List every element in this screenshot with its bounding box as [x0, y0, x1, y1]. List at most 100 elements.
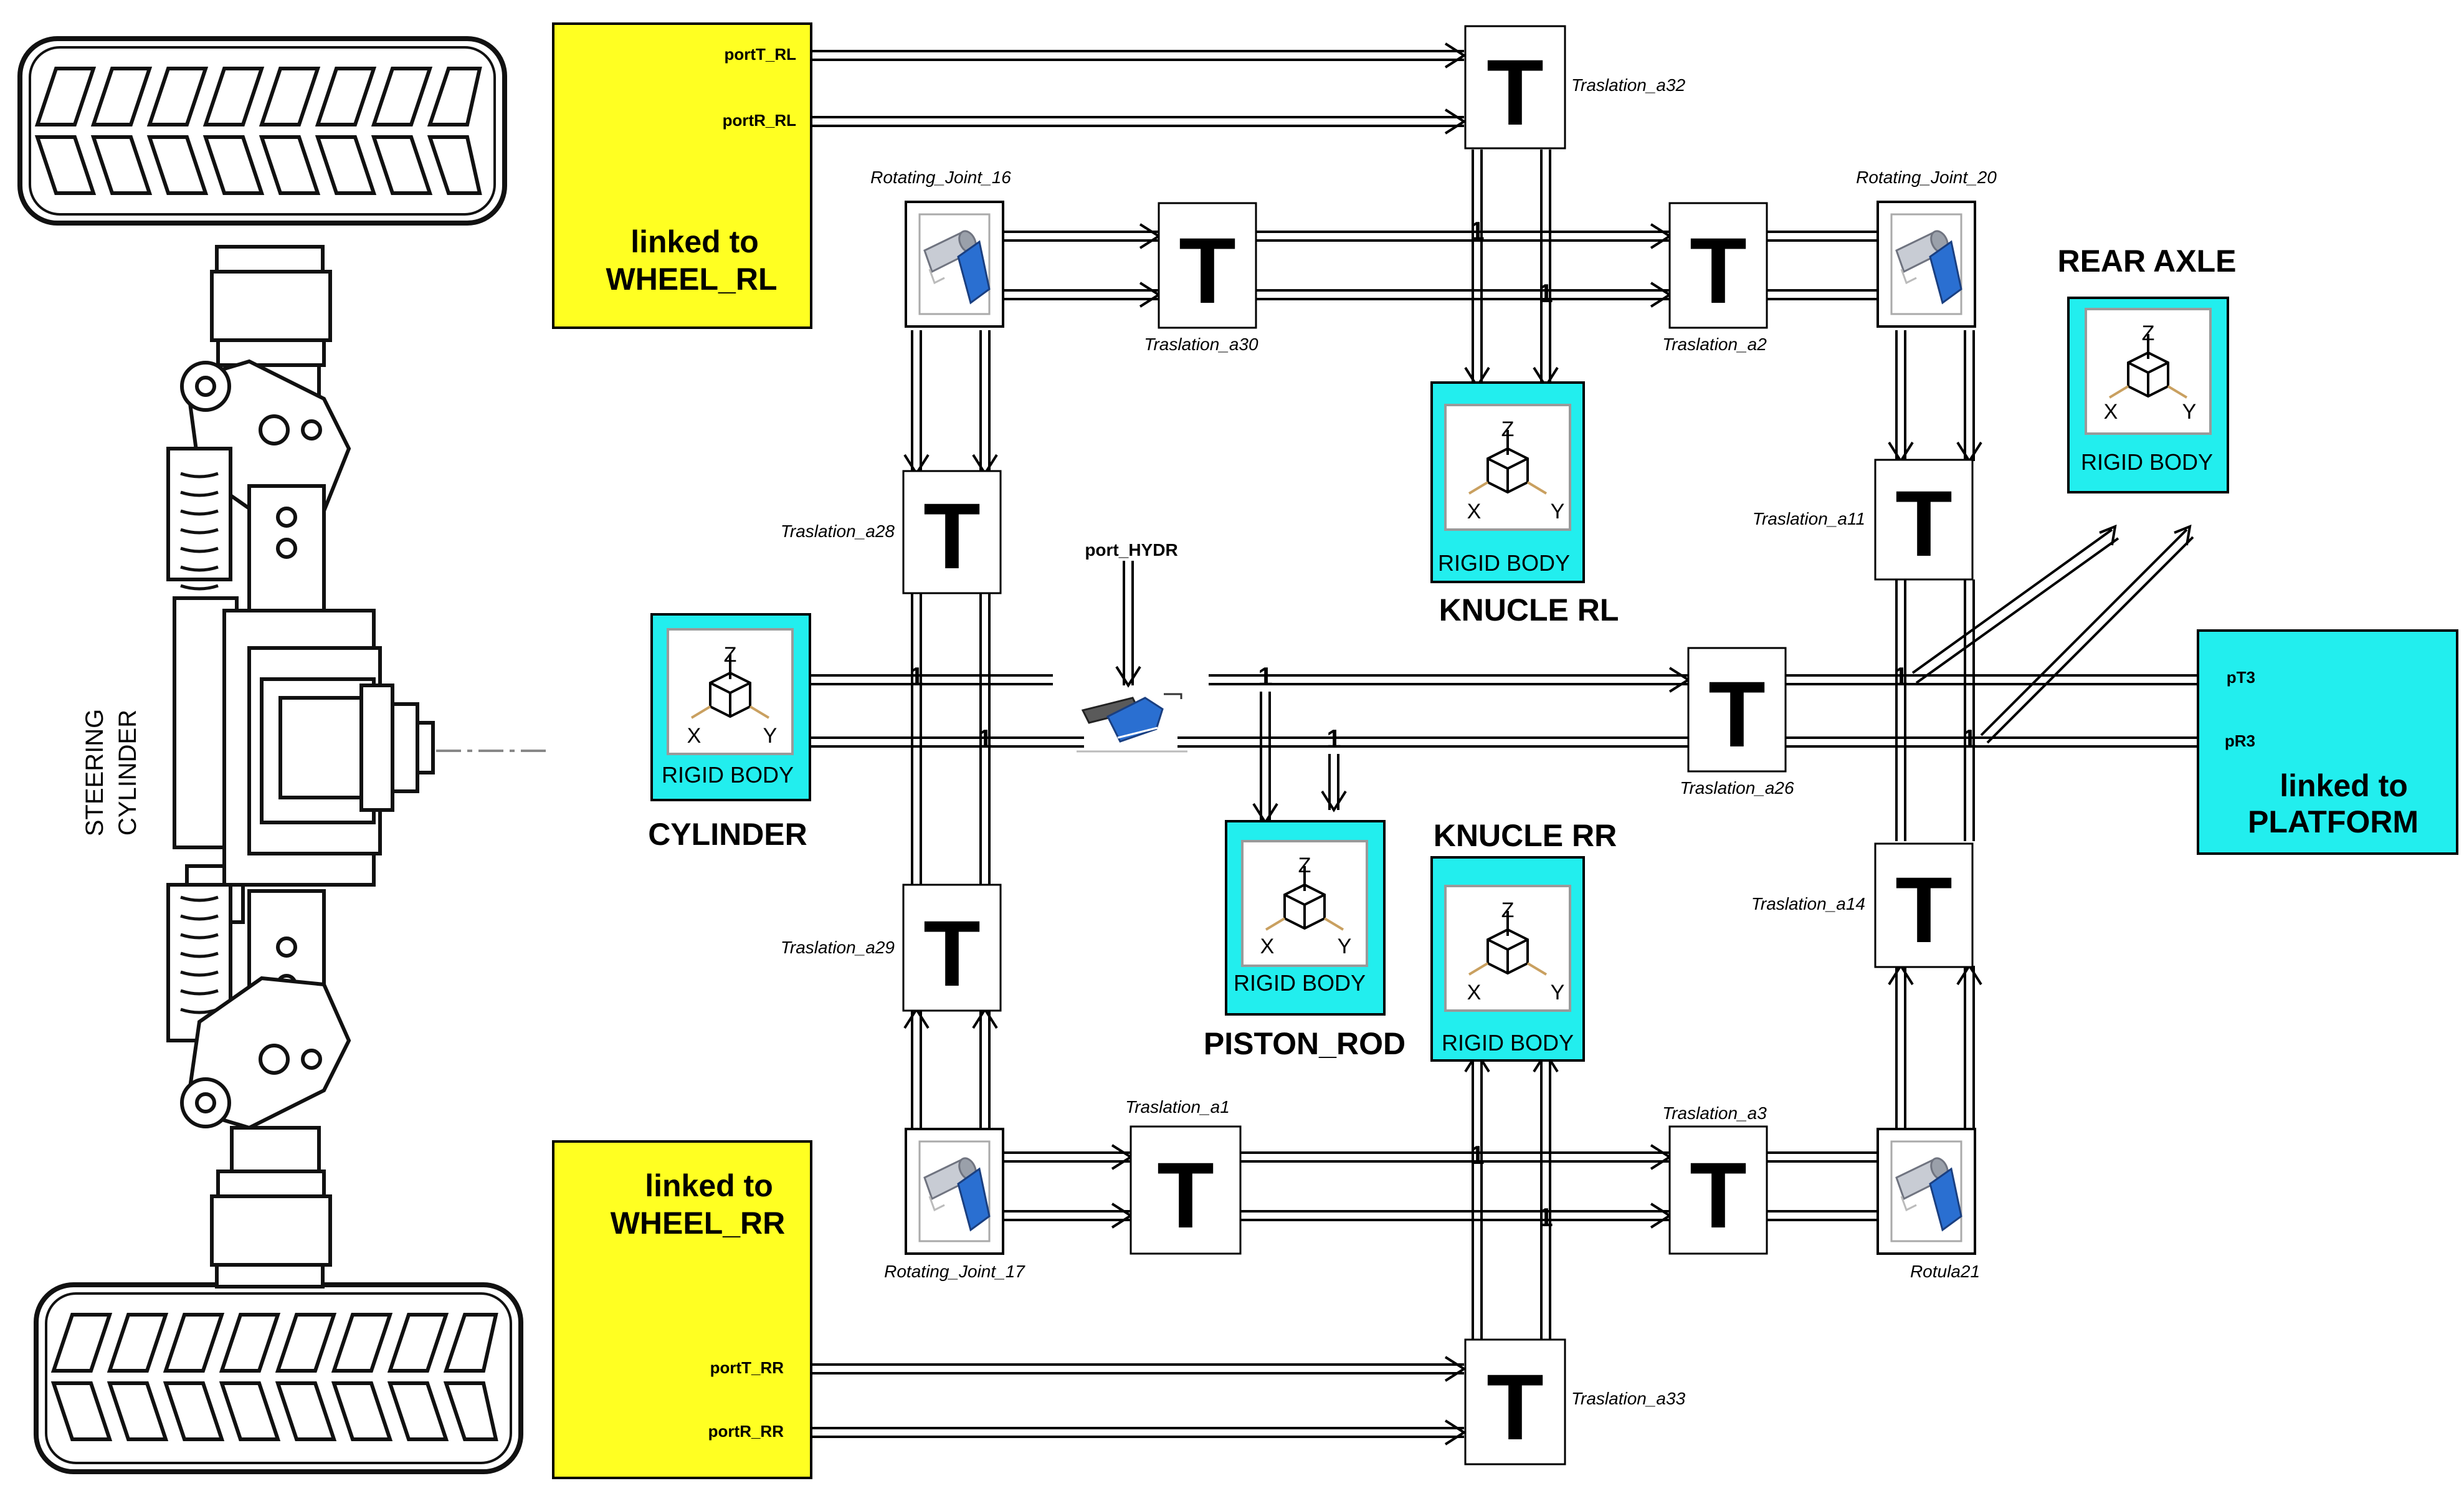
- platform-title-1: linked to: [2280, 768, 2408, 803]
- translation-a28[interactable]: T Traslation_a28: [781, 470, 1002, 594]
- translation-a33-label: Traslation_a33: [1571, 1389, 1686, 1408]
- rotating-joint-20[interactable]: Rotating_Joint_20: [1856, 168, 1997, 328]
- translation-a30[interactable]: T Traslation_a30: [1144, 202, 1258, 354]
- translation-a26[interactable]: T Traslation_a26: [1680, 647, 1794, 798]
- port-t-rl: portT_RL: [724, 45, 796, 64]
- junction-label: 1: [1258, 662, 1272, 691]
- axis-y: Y: [2182, 400, 2197, 424]
- t-glyph: T: [1895, 857, 1953, 962]
- port-r3: pR3: [2225, 731, 2255, 750]
- translation-a32-label: Traslation_a32: [1571, 75, 1686, 95]
- t-glyph: T: [1157, 1143, 1214, 1247]
- platform-box[interactable]: pT3 pR3 linked to PLATFORM: [2197, 629, 2458, 855]
- rotating-joint-16[interactable]: Rotating_Joint_16: [870, 168, 1011, 328]
- axis-x: X: [1467, 981, 1482, 1004]
- translation-a1[interactable]: T Traslation_a1: [1125, 1097, 1242, 1255]
- axis-z: Z: [1501, 417, 1515, 441]
- bellows-image: [180, 472, 219, 1014]
- junction-label: 1: [1893, 662, 1908, 691]
- joints: Rotating_Joint_16 Rotating_Joint_20 Rota…: [870, 168, 1997, 1281]
- axis-x: X: [2104, 400, 2118, 424]
- axis-z: Z: [2142, 322, 2155, 345]
- translation-blocks: T Traslation_a32 T Traslation_a30 T Tras…: [781, 25, 1974, 1465]
- translation-a3[interactable]: T Traslation_a3: [1662, 1103, 1768, 1255]
- joint-17-label: Rotating_Joint_17: [884, 1262, 1025, 1281]
- joint-20-label: Rotating_Joint_20: [1856, 168, 1997, 187]
- wheel-rl-title-2: WHEEL_RL: [606, 262, 778, 297]
- axis-z: Z: [1298, 854, 1311, 877]
- axis-z: Z: [724, 643, 737, 667]
- axis-y: Y: [1551, 500, 1565, 523]
- junction-label: 1: [978, 724, 992, 753]
- axis-x: X: [1260, 935, 1275, 958]
- rigid-body-text: RIGID BODY: [2081, 449, 2213, 475]
- bottom-tyre-image: [34, 1282, 523, 1474]
- rigid-body-text: RIGID BODY: [662, 762, 794, 788]
- axis-y: Y: [763, 724, 778, 748]
- t-glyph: T: [923, 484, 981, 588]
- translation-a26-label: Traslation_a26: [1680, 778, 1794, 798]
- steering-label-2: CYLINDER: [114, 710, 141, 836]
- translation-a28-label: Traslation_a28: [781, 522, 895, 541]
- translation-a29-label: Traslation_a29: [781, 938, 895, 957]
- knucle-rl-label: KNUCLE RL: [1439, 593, 1619, 627]
- t-glyph: T: [1708, 662, 1766, 766]
- axle-illustration: STEERING CYLINDER: [17, 36, 548, 1474]
- translation-a2[interactable]: T Traslation_a2: [1662, 202, 1768, 354]
- axis-x: X: [687, 724, 702, 748]
- joint-16-label: Rotating_Joint_16: [870, 168, 1011, 187]
- junction-label: 1: [1538, 1203, 1553, 1232]
- axle-body-image: [166, 245, 435, 1289]
- translation-a14-label: Traslation_a14: [1751, 894, 1865, 913]
- junctions: 1 1 1 1 1 1 1 1 1 1: [909, 216, 1976, 1232]
- t-glyph: T: [1690, 218, 1747, 323]
- top-tyre-image: [17, 36, 507, 226]
- translation-a14[interactable]: T Traslation_a14: [1751, 842, 1974, 968]
- translation-a30-label: Traslation_a30: [1144, 335, 1258, 354]
- rotula-21[interactable]: Rotula21: [1877, 1128, 1980, 1281]
- steering-label-1: STEERING: [81, 709, 108, 836]
- junction-label: 1: [1470, 1140, 1484, 1170]
- piston-rod-label: PISTON_ROD: [1204, 1026, 1406, 1061]
- t-glyph: T: [1486, 40, 1544, 145]
- junction-label: 1: [909, 662, 923, 691]
- wheel-rr-title-2: WHEEL_RR: [611, 1206, 786, 1241]
- translation-a11-label: Traslation_a11: [1753, 509, 1865, 528]
- translation-a11[interactable]: T Traslation_a11: [1753, 459, 1974, 581]
- junction-label: 1: [1962, 724, 1976, 753]
- junction-label: 1: [1470, 216, 1484, 245]
- cylinder-label: CYLINDER: [648, 817, 807, 852]
- rigid-body-text: RIGID BODY: [1438, 550, 1570, 576]
- rigid-body-text: RIGID BODY: [1234, 970, 1366, 996]
- rigid-body-knucle-rl[interactable]: Z X Y RIGID BODY KNUCLE RL: [1430, 381, 1619, 627]
- hydraulic-cylinder-icon[interactable]: [1077, 693, 1187, 753]
- port-t3: pT3: [2227, 668, 2255, 687]
- translation-a3-label: Traslation_a3: [1662, 1103, 1767, 1123]
- t-glyph: T: [1690, 1143, 1747, 1247]
- platform-title-2: PLATFORM: [2248, 804, 2419, 839]
- t-glyph: T: [1486, 1355, 1544, 1459]
- port-r-rl: portR_RL: [723, 111, 797, 130]
- axis-y: Y: [1338, 935, 1352, 958]
- translation-a29[interactable]: T Traslation_a29: [781, 884, 1002, 1012]
- junction-label: 1: [1326, 724, 1341, 753]
- wheel-rl-box[interactable]: portT_RL portR_RL linked to WHEEL_RL: [552, 22, 812, 329]
- wheel-rr-title-1: linked to: [645, 1168, 773, 1203]
- wheel-rr-box[interactable]: portT_RR portR_RR linked to WHEEL_RR: [552, 1140, 812, 1479]
- connection-lines: [810, 50, 2262, 1438]
- t-glyph: T: [923, 901, 981, 1006]
- axis-y: Y: [1551, 981, 1565, 1004]
- port-t-rr: portT_RR: [710, 1358, 784, 1377]
- rotating-joint-17[interactable]: Rotating_Joint_17: [884, 1128, 1025, 1281]
- rotula-21-label: Rotula21: [1910, 1262, 1980, 1281]
- rigid-body-cylinder[interactable]: Z X Y RIGID BODY CYLINDER: [648, 613, 811, 852]
- axis-x: X: [1467, 500, 1482, 523]
- translation-a32[interactable]: T Traslation_a32: [1464, 25, 1686, 150]
- rigid-body-rear-axle[interactable]: Z X Y RIGID BODY REAR AXLE: [2057, 244, 2237, 493]
- translation-a33[interactable]: T Traslation_a33: [1464, 1338, 1686, 1465]
- rigid-body-knucle-rr[interactable]: Z X Y RIGID BODY KNUCLE RR: [1430, 818, 1617, 1062]
- rigid-body-piston-rod[interactable]: Z X Y RIGID BODY PISTON_ROD: [1204, 820, 1406, 1061]
- translation-a2-label: Traslation_a2: [1662, 335, 1767, 354]
- t-glyph: T: [1179, 218, 1236, 323]
- rigid-body-text: RIGID BODY: [1442, 1030, 1574, 1055]
